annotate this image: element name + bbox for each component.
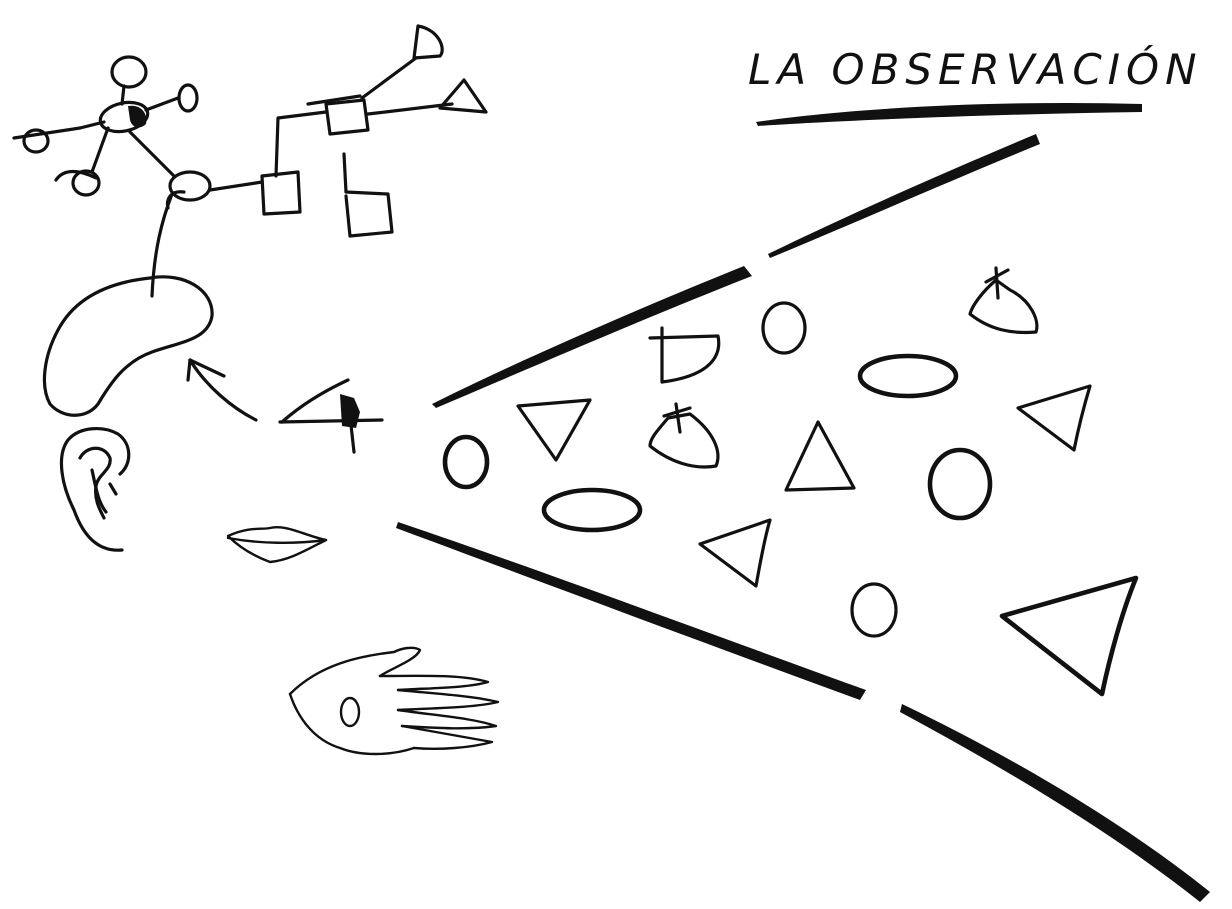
circle-shape-icon: [763, 303, 805, 353]
crossed-bucket-shape-icon: [650, 328, 719, 382]
crossed-bucket-shape-icon: [970, 268, 1037, 332]
eye-icon: [280, 380, 382, 452]
funnel-shapes: [445, 268, 1136, 694]
funnel-lines: [396, 134, 1210, 902]
circle-shape-icon: [445, 437, 487, 487]
title-group: LA OBSERVACIÓN: [748, 44, 1203, 126]
ear-icon: [61, 429, 128, 551]
ellipse-shape-icon: [544, 490, 640, 530]
ellipse-shape-icon: [860, 356, 956, 396]
triangle-shape-icon: [786, 422, 854, 490]
brain-icon: [44, 277, 212, 415]
triangle-shape-icon: [700, 520, 770, 586]
title-underline: [756, 103, 1142, 126]
circle-shape-icon: [930, 450, 990, 518]
triangle-shape-icon: [1002, 578, 1136, 694]
arrow-icon: [188, 360, 256, 420]
hand-icon: [290, 648, 498, 754]
lips-icon: [228, 527, 326, 562]
circle-shape-icon: [852, 584, 896, 636]
crossed-bucket-shape-icon: [650, 404, 718, 467]
triangle-shape-icon: [518, 400, 590, 460]
molecule-network-icon: [14, 26, 486, 296]
triangle-shape-icon: [1018, 386, 1090, 450]
page-title: LA OBSERVACIÓN: [748, 44, 1203, 94]
